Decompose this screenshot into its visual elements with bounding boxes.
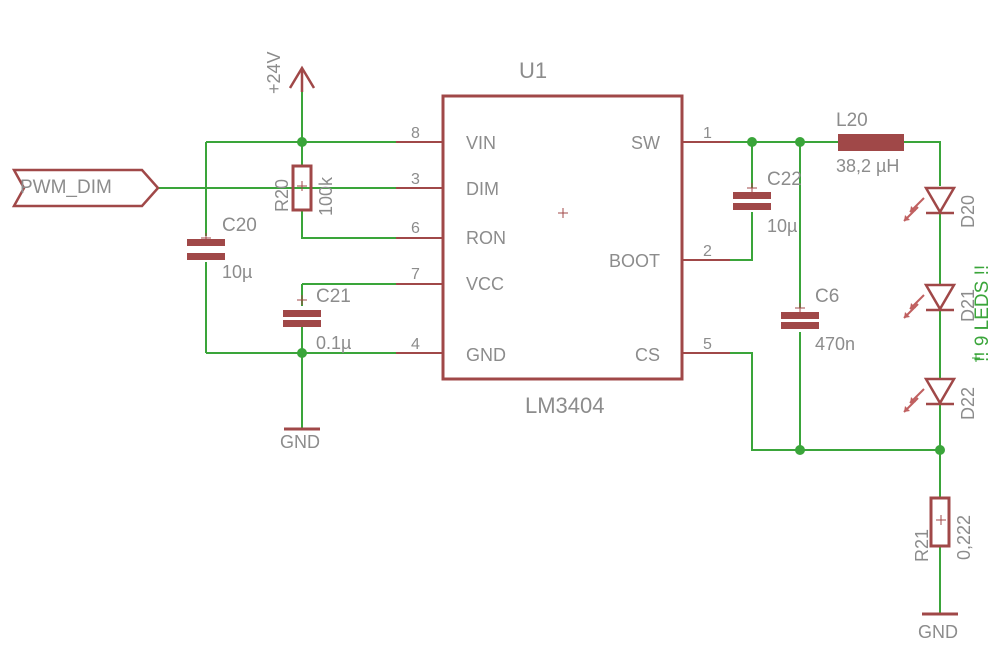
inductor-l20-body — [838, 134, 904, 151]
junction-sw-c22 — [747, 137, 757, 147]
resistor-r21: R21 0,222 — [912, 496, 974, 562]
leds-note: !! 9 LEDS !! — [972, 265, 993, 362]
capacitor-c6-plates — [781, 312, 819, 329]
l20-value: 38,2 µH — [836, 156, 899, 176]
junction-led-r21 — [935, 445, 945, 455]
junction-sw-c6 — [795, 137, 805, 147]
resistor-r21-body — [929, 496, 951, 548]
leds-note-text: !! 9 LEDS !! — [972, 265, 993, 362]
c21-value: 0.1µ — [316, 333, 351, 353]
c20-value: 10µ — [222, 262, 252, 282]
ground-left: GND — [280, 427, 320, 452]
ground-right: GND — [918, 612, 958, 642]
capacitor-c20-plates — [187, 239, 225, 260]
capacitor-c20: C20 10µ — [187, 215, 257, 282]
capacitor-c21: C21 0.1µ — [283, 286, 351, 353]
pin-num-cs: 5 — [703, 336, 712, 353]
c6-value: 470n — [815, 334, 855, 354]
led-d22: D22 — [903, 377, 978, 420]
c20-ref: C20 — [222, 215, 257, 236]
input-port-label: PWM_DIM — [20, 177, 112, 198]
pin-num-vcc: 7 — [411, 266, 420, 283]
ic-origin-mark — [558, 208, 568, 218]
c21-ref: C21 — [316, 286, 351, 307]
capacitor-c22: C22 10µ — [733, 169, 802, 236]
led-d21-icon — [923, 283, 957, 312]
r20-ref: R20 — [272, 179, 292, 212]
r21-value: 0,222 — [954, 515, 974, 560]
d20-ref: D20 — [958, 195, 978, 228]
resistor-r20: R20 100k — [272, 164, 336, 216]
pin-name-gnd: GND — [466, 345, 506, 365]
pin-num-boot: 2 — [703, 243, 712, 260]
c6-ref: C6 — [815, 286, 839, 307]
junction-c6-cs — [795, 445, 805, 455]
junction-vin — [297, 137, 307, 147]
pwm-dim-port: PWM_DIM — [11, 168, 160, 208]
ic-ref: U1 — [519, 58, 547, 83]
led-d22-icon — [923, 377, 957, 406]
pin-num-sw: 1 — [703, 125, 712, 142]
junctions — [297, 137, 945, 455]
wire-l20-out — [904, 141, 941, 186]
capacitor-c6: C6 470n — [781, 286, 855, 354]
pin-name-dim: DIM — [466, 179, 499, 199]
pin-num-vin: 8 — [411, 125, 420, 142]
pin-name-cs: CS — [635, 345, 660, 365]
d22-ref: D22 — [958, 387, 978, 420]
ic-u1: U1 LM3404 8 3 6 7 4 VIN DIM RON VCC GND … — [396, 58, 730, 418]
l20-ref: L20 — [836, 110, 868, 131]
r21-ref: R21 — [912, 529, 932, 562]
ic-left-pins — [396, 141, 443, 354]
wire-cs — [682, 352, 940, 451]
led-d21: D21 — [903, 283, 978, 322]
pin-num-dim: 3 — [411, 171, 420, 188]
inductor-l20: L20 38,2 µH — [836, 110, 904, 176]
pin-name-boot: BOOT — [609, 251, 660, 271]
pin-name-sw: SW — [631, 133, 660, 153]
ground-right-label: GND — [918, 622, 958, 642]
led-d20: D20 — [903, 186, 978, 228]
supply-24v: +24V — [264, 51, 316, 94]
led-d20-icon — [923, 186, 957, 215]
capacitor-c22-plates — [733, 192, 771, 210]
ic-right-pins — [682, 141, 730, 354]
supply-label: +24V — [264, 51, 284, 94]
c22-value: 10µ — [767, 216, 797, 236]
pin-name-vcc: VCC — [466, 274, 504, 294]
pin-name-vin: VIN — [466, 133, 496, 153]
r20-value: 100k — [316, 176, 336, 216]
pin-num-ron: 6 — [411, 220, 420, 237]
c22-ref: C22 — [767, 169, 802, 190]
ground-left-label: GND — [280, 432, 320, 452]
wire-boot — [682, 212, 753, 261]
pin-name-ron: RON — [466, 228, 506, 248]
ic-value: LM3404 — [525, 393, 605, 418]
pin-num-gnd: 4 — [411, 336, 420, 353]
resistor-r20-body — [291, 164, 313, 212]
capacitor-c21-plates — [283, 310, 321, 327]
junction-gnd — [297, 348, 307, 358]
input-port-icon — [11, 168, 160, 208]
d21-ref: D21 — [958, 289, 978, 322]
